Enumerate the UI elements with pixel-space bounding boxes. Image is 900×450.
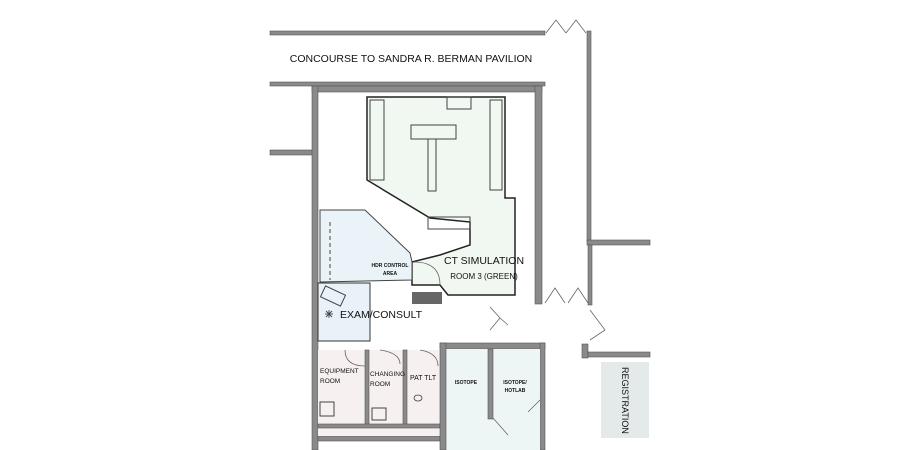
patient-toilet-label: PAT TLT (410, 375, 437, 382)
lower-rooms: EQUIPMENT ROOM CHANGING ROOM PAT TLT (317, 349, 441, 436)
isotope-rooms: ISOTOPE ISOTOPE/ HOTLAB (439, 342, 541, 450)
isotope-hotlab-label: ISOTOPE/ (503, 380, 527, 386)
exam-consult-room: EXAM/CONSULT (317, 282, 509, 342)
registration-label: REGISTRATION (620, 367, 630, 434)
changing-room-label-2: ROOM (370, 381, 390, 388)
registration-area: REGISTRATION (544, 244, 651, 438)
hdr-area-label: AREA (383, 271, 398, 277)
ct-simulation-room: CT SIMULATION ROOM 3 (GREEN) (366, 96, 524, 304)
hdr-control-area: HDR CONTROL AREA (319, 209, 413, 283)
ct-room-door[interactable] (413, 261, 441, 286)
exam-consult-label: EXAM/CONSULT (340, 309, 423, 321)
equipment-room-label: EQUIPMENT (320, 368, 359, 375)
ct-room-number-label: ROOM 3 (GREEN) (450, 272, 518, 281)
outer-walls (311, 85, 546, 450)
concourse: CONCOURSE TO SANDRA R. BERMAN PAVILION (269, 19, 651, 246)
isotope-hotlab-label-2: HOTLAB (505, 388, 526, 394)
entry-double-door[interactable] (544, 287, 589, 304)
ct-simulation-label: CT SIMULATION (444, 255, 524, 267)
ceiling-fixture-icon (325, 310, 333, 318)
hdr-control-label: HDR CONTROL (372, 263, 409, 269)
equipment-room-label-2: ROOM (320, 378, 340, 385)
isotope-label: ISOTOPE (455, 380, 478, 386)
concourse-label: CONCOURSE TO SANDRA R. BERMAN PAVILION (290, 53, 533, 65)
changing-room-label: CHANGING (370, 371, 405, 378)
corridor-double-door[interactable] (489, 306, 509, 331)
concourse-door[interactable] (545, 19, 587, 34)
